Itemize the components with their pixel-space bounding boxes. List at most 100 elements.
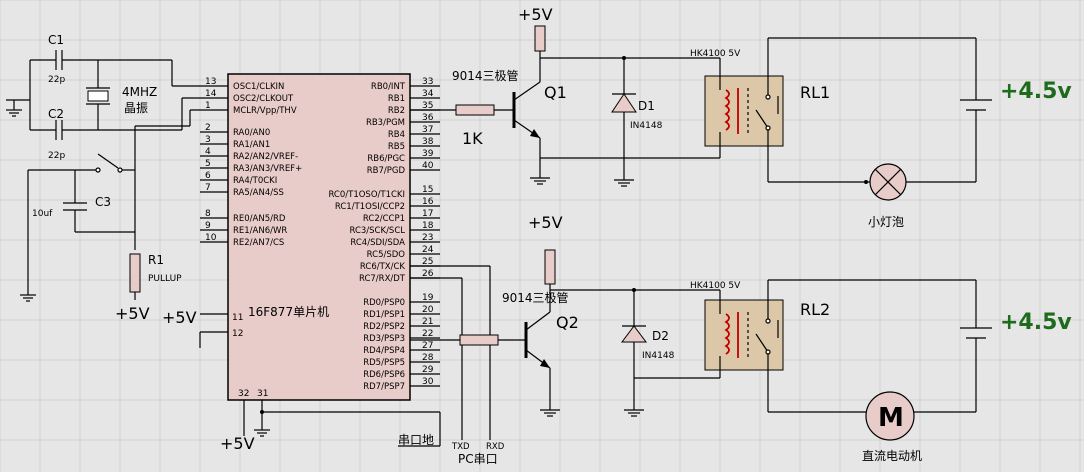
left-pin-signal: RA2/AN2/VREF- [233,152,298,162]
right-pin-signal: RD1/PSP1 [363,310,405,320]
right-pin-signal: RC1/T1OSI/CCP2 [335,202,405,212]
pin-12-number: 12 [232,329,243,339]
d2-label: D2 [652,329,669,343]
left-pin-signal: RE2/AN7/CS [233,238,284,248]
base-resistor-value: 1K [462,129,483,148]
c3-value: 10uf [32,209,53,219]
lamp: 小灯泡 [868,163,907,229]
left-pin-signal: OSC2/CLKOUT [233,94,294,104]
left-pin-signal: OSC1/CLKIN [233,82,284,92]
left-pin-number: 3 [205,135,211,145]
right-pin-signal: RC6/TX/CK [360,262,406,272]
left-pin-number: 9 [205,221,211,231]
right-pin-number: 23 [422,233,433,243]
r1-supply-label: +5V [115,304,150,323]
serial-port-lines: TXD RXD PC串口 [410,265,505,466]
right-pin-signal: RD6/PSP6 [363,370,405,380]
left-pin-number: 2 [205,123,211,133]
rxd-label: RXD [486,442,505,452]
q1-type-label: 9014三极管 [452,68,519,83]
pc-serial-label: PC串口 [458,452,498,466]
left-pin-number: 13 [205,77,216,87]
right-pin-number: 19 [422,293,434,303]
q2-label: Q2 [556,313,579,332]
q2-type-label: 9014三极管 [502,290,569,305]
right-pin-signal: RB0/INT [371,82,406,92]
chip-body [227,73,411,401]
right-pin-number: 29 [422,365,434,375]
r1-value: PULLUP [148,274,182,284]
motor-label: 直流电动机 [862,449,922,463]
right-pin-signal: RD5/PSP5 [363,358,405,368]
c2-value: 22p [48,151,65,161]
right-pin-number: 26 [422,269,434,279]
d1-type-label: IN4148 [630,121,663,131]
chip-right-pins: 33RB0/INT34RB135RB236RB3/PGM37RB438RB539… [328,77,440,392]
left-pin-number: 8 [205,209,211,219]
right-pin-number: 34 [422,89,434,99]
right-pin-signal: RB1 [388,94,405,104]
rl1-label: RL1 [800,83,830,102]
left-pin-signal: RE1/AN6/WR [233,226,287,236]
right-pin-signal: RC5/SDO [367,250,406,260]
right-pin-number: 18 [422,221,434,231]
crystal-frequency: 4MHZ [122,85,157,99]
pin11-supply-label: +5V [162,308,197,327]
right-pin-signal: RC7/RX/DT [359,274,406,284]
oscillator-circuit: C1 22p C2 22p 4MHZ 晶振 [6,33,228,161]
right-pin-number: 15 [422,185,433,195]
c2-label: C2 [48,107,64,121]
supply1-label: +4.5v [1000,79,1072,104]
right-pin-number: 39 [422,149,434,159]
pin-11-number: 11 [232,313,243,323]
c1-value: 22p [48,75,65,85]
left-pin-number: 7 [205,183,211,193]
r1-label: R1 [148,253,164,267]
left-pin-signal: RA0/AN0 [233,128,270,138]
right-pin-signal: RC3/SCK/SCL [349,226,405,236]
right-pin-signal: RB5 [388,142,405,152]
relay-rl2: HK4100 5V RL2 +4.5v [690,279,1072,413]
right-pin-number: 17 [422,209,433,219]
bottom-supply-label: +5V [220,434,255,453]
relay1-type-label: HK4100 5V [690,49,741,59]
q1-label: Q1 [544,83,567,102]
left-pin-signal: RE0/AN5/RD [233,214,286,224]
right-pin-number: 27 [422,341,433,351]
c3-label: C3 [95,195,111,209]
right-pin-signal: RB4 [388,130,405,140]
chip-name: 16F877单片机 [248,305,329,319]
right-pin-number: 40 [422,161,434,171]
left-pin-signal: RA3/AN3/VREF+ [233,164,302,174]
c1-label: C1 [48,33,64,47]
right-pin-signal: RC4/SDI/SDA [350,238,405,248]
pin-32-number: 32 [238,389,249,399]
right-pin-signal: RD0/PSP0 [363,298,405,308]
left-pin-signal: MCLR/Vpp/THV [233,106,297,116]
reset-circuit: C3 10uf R1 PULLUP +5V [20,109,228,323]
relay-rl1: HK4100 5V RL1 +4.5v [690,37,1072,184]
right-pin-signal: RB3/PGM [366,118,405,128]
right-pin-signal: RD7/PSP7 [363,382,405,392]
right-pin-signal: RD4/PSP4 [363,346,405,356]
supply2-label: +4.5v [1000,310,1072,335]
right-pin-signal: RB7/PGD [367,166,406,176]
right-pin-number: 38 [422,137,434,147]
pin-31-number: 31 [257,389,268,399]
left-pin-number: 10 [205,233,217,243]
right-pin-number: 21 [422,317,433,327]
motor-letter: M [878,403,904,433]
right-pin-number: 28 [422,353,434,363]
left-pin-signal: RA1/AN1 [233,140,270,150]
dc-motor: M 直流电动机 [862,391,922,463]
chip-power-bottom: +5V 串口地 [220,410,441,453]
txd-label: TXD [451,442,470,452]
right-pin-signal: RB6/PGC [367,154,405,164]
driver-q2: 9014三极管 Q2 +5V D2 IN4148 [410,213,720,417]
right-pin-number: 22 [422,329,433,339]
right-pin-signal: RD2/PSP2 [363,322,405,332]
